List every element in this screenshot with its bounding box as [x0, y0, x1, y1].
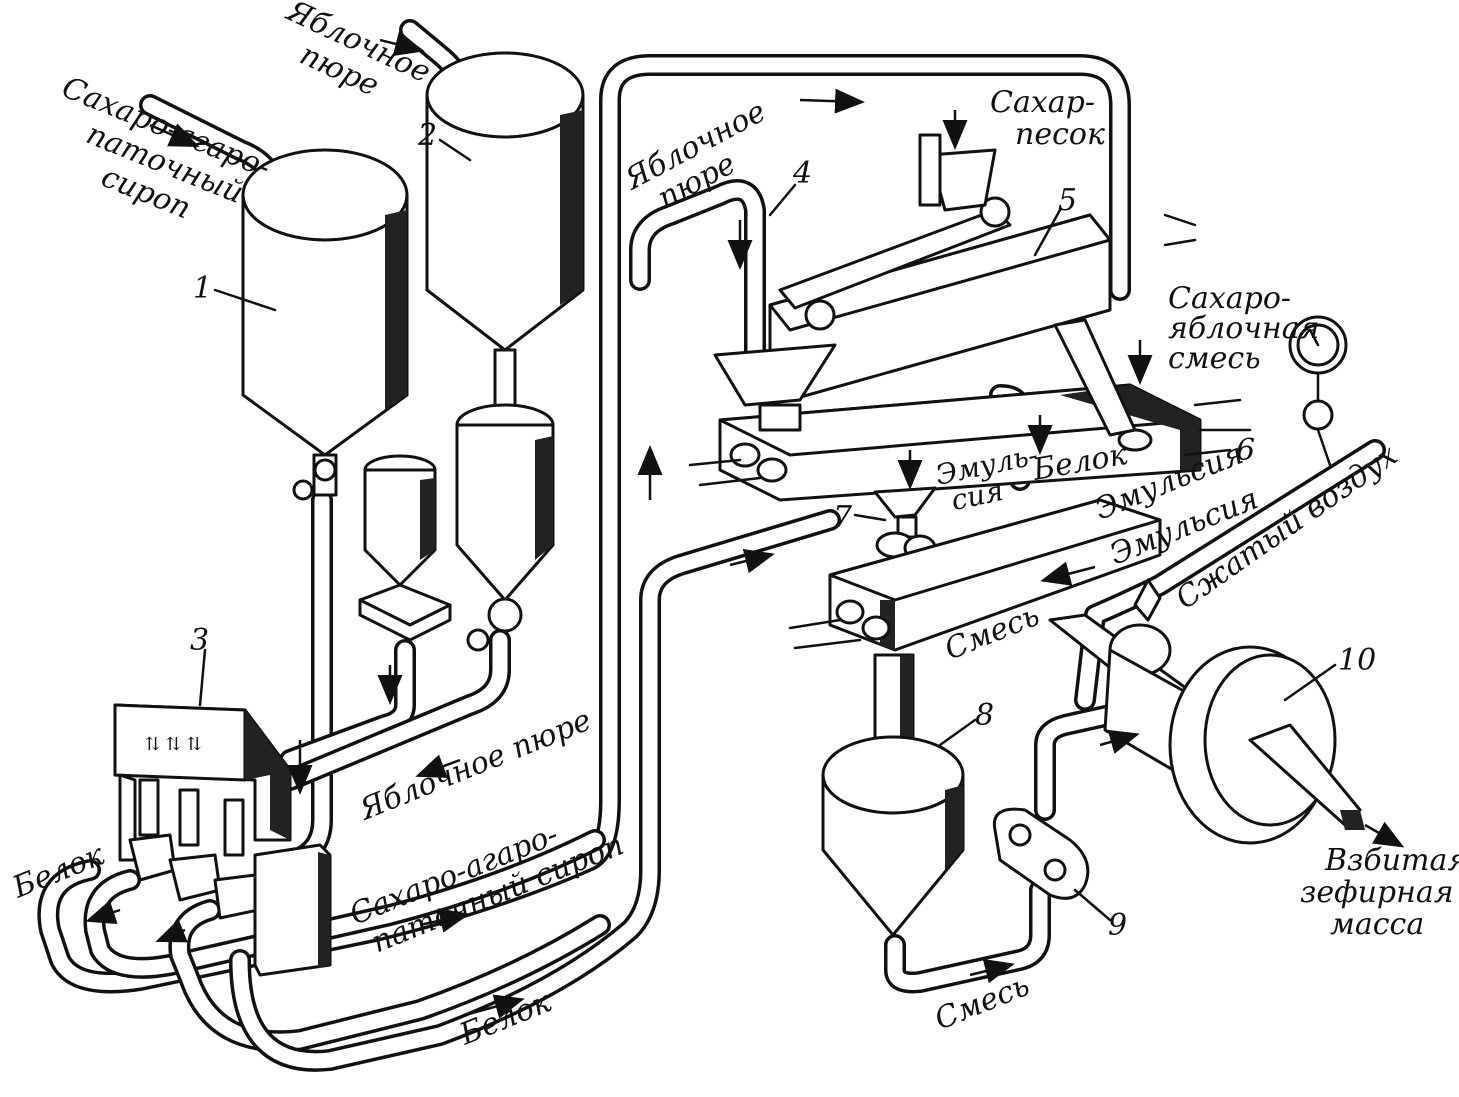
- svg-text:масса: масса: [1330, 907, 1424, 942]
- pressure-gauge: [1288, 315, 1348, 467]
- pump-block-3: ⇅ ⇅ ⇅: [113, 703, 332, 977]
- number-7: 7: [833, 500, 853, 535]
- air-valve: [1133, 578, 1162, 622]
- tank-1: [241, 148, 409, 501]
- pump-9: [992, 807, 1090, 900]
- label-sugar-apple-mix: Сахаро- яблочная смесь: [1168, 281, 1320, 376]
- number-3: 3: [190, 623, 209, 658]
- number-8: 8: [975, 698, 994, 733]
- svg-text:яблочная: яблочная: [1168, 311, 1320, 346]
- label-sugar-sand: Сахар- песок: [990, 85, 1105, 152]
- number-leaders: [198, 138, 1337, 922]
- svg-text:Сахаро-: Сахаро-: [1168, 281, 1291, 316]
- doser-large: [455, 403, 555, 652]
- svg-text:Сахар-: Сахар-: [990, 85, 1095, 120]
- svg-text:песок: песок: [1015, 117, 1105, 152]
- mixer-machine: [688, 133, 1252, 502]
- mixer-second: [788, 498, 1162, 652]
- number-6: 6: [1236, 433, 1255, 468]
- number-4: 4: [792, 156, 812, 191]
- pump-arrows: ⇅ ⇅ ⇅: [145, 734, 202, 755]
- number-9: 9: [1108, 908, 1127, 943]
- number-1: 1: [193, 271, 212, 306]
- svg-text:зефирная: зефирная: [1300, 875, 1454, 910]
- mixing-tank-8: [821, 653, 965, 937]
- label-puree-top: Яблочное пюре: [280, 0, 436, 104]
- tank-2: [425, 51, 585, 412]
- svg-text:Взбитая: Взбитая: [1324, 843, 1459, 878]
- number-5: 5: [1058, 183, 1077, 218]
- label-whipped-mass: Взбитая зефирная масса: [1300, 843, 1459, 942]
- doser-small: [358, 454, 452, 642]
- svg-text:смесь: смесь: [1168, 341, 1261, 376]
- number-2: 2: [417, 118, 437, 153]
- flow-arrows: [85, 31, 1405, 1019]
- number-10: 10: [1338, 643, 1376, 678]
